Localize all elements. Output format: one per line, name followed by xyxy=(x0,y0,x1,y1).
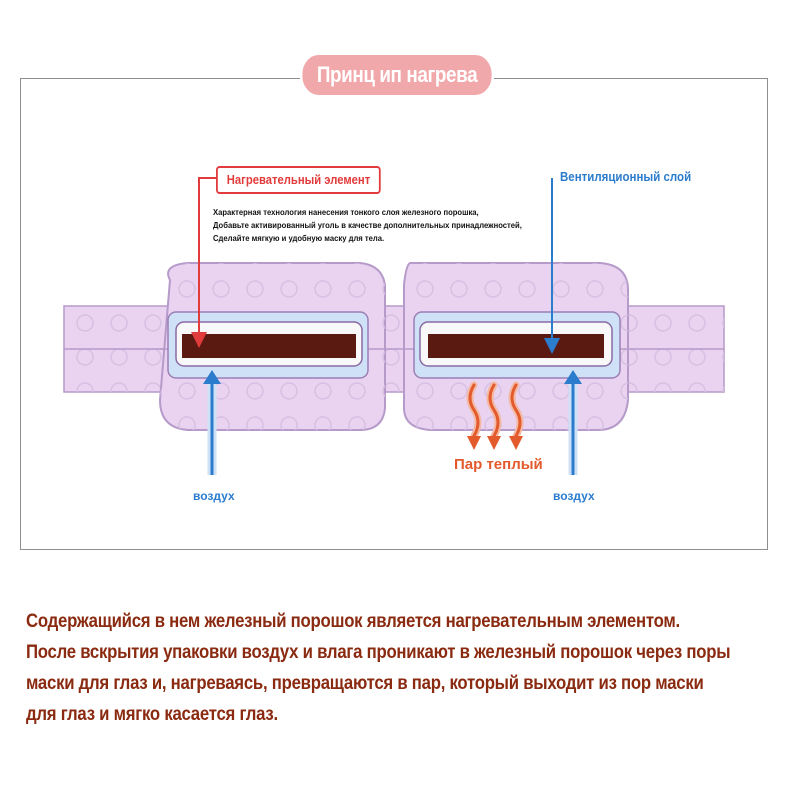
ventilation-layer-label: Вентиляционный слой xyxy=(560,170,692,184)
explanation-line: для глаз и мягко касается глаз. xyxy=(26,703,278,725)
air-label-right: воздух xyxy=(553,489,595,503)
explanation-text: Содержащийся в нем железный порошок явля… xyxy=(26,606,786,730)
heating-pad-right xyxy=(428,334,604,358)
technology-description: Характерная технология нанесения тонкого… xyxy=(213,206,522,245)
explanation-line: Содержащийся в нем железный порошок явля… xyxy=(26,610,680,632)
arrow-up-blue-icon xyxy=(203,370,221,475)
explanation-line: маски для глаз и, нагреваясь, превращают… xyxy=(26,672,704,694)
heating-element-label: Нагревательный элемент xyxy=(216,166,382,194)
explanation-line: После вскрытия упаковки воздух и влага п… xyxy=(26,641,731,663)
heating-pad-left xyxy=(182,334,356,358)
steam-wave-arrow-icon xyxy=(468,383,522,438)
arrow-up-blue-icon xyxy=(564,370,582,475)
mask-left-eye xyxy=(158,262,386,431)
page-title: Принц ип нагрева xyxy=(301,54,493,96)
warm-steam-label: Пар теплый xyxy=(454,456,543,473)
description-line: Характерная технология нанесения тонкого… xyxy=(213,207,479,217)
air-label-left: воздух xyxy=(193,489,235,503)
arrow-down-red-icon xyxy=(191,177,216,348)
description-line: Сделайте мягкую и удобную маску для тела… xyxy=(213,233,385,243)
description-line: Добавьте активированный уголь в качестве… xyxy=(213,220,522,230)
